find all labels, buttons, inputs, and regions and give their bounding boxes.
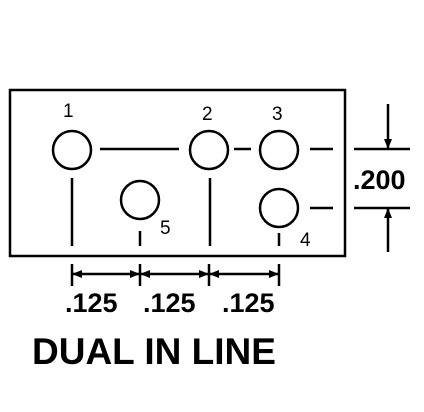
pitch-dimension: [70, 264, 281, 286]
pin-5-label: 5: [160, 218, 171, 239]
pitch-label-2: .125: [143, 288, 196, 318]
pin-2-label: 2: [202, 104, 213, 125]
pin-3-label: 3: [272, 104, 283, 125]
pin-2-circle: [188, 129, 230, 171]
pin-1-label: 1: [63, 101, 74, 122]
diagram-title: DUAL IN LINE: [32, 331, 276, 372]
leads: [70, 147, 333, 246]
pin-4-label: 4: [300, 230, 311, 251]
pin-1-circle: [51, 129, 93, 171]
pin-4-circle: [258, 187, 300, 229]
pitch-label-3: .125: [222, 288, 275, 318]
pins: [51, 129, 300, 229]
row-spacing-dimension: [354, 104, 410, 252]
row-spacing-label: .200: [353, 165, 406, 195]
pitch-label-1: .125: [65, 288, 118, 318]
pin-5-circle: [119, 179, 161, 221]
pin-3-circle: [258, 129, 300, 171]
package-outline: [8, 88, 347, 258]
